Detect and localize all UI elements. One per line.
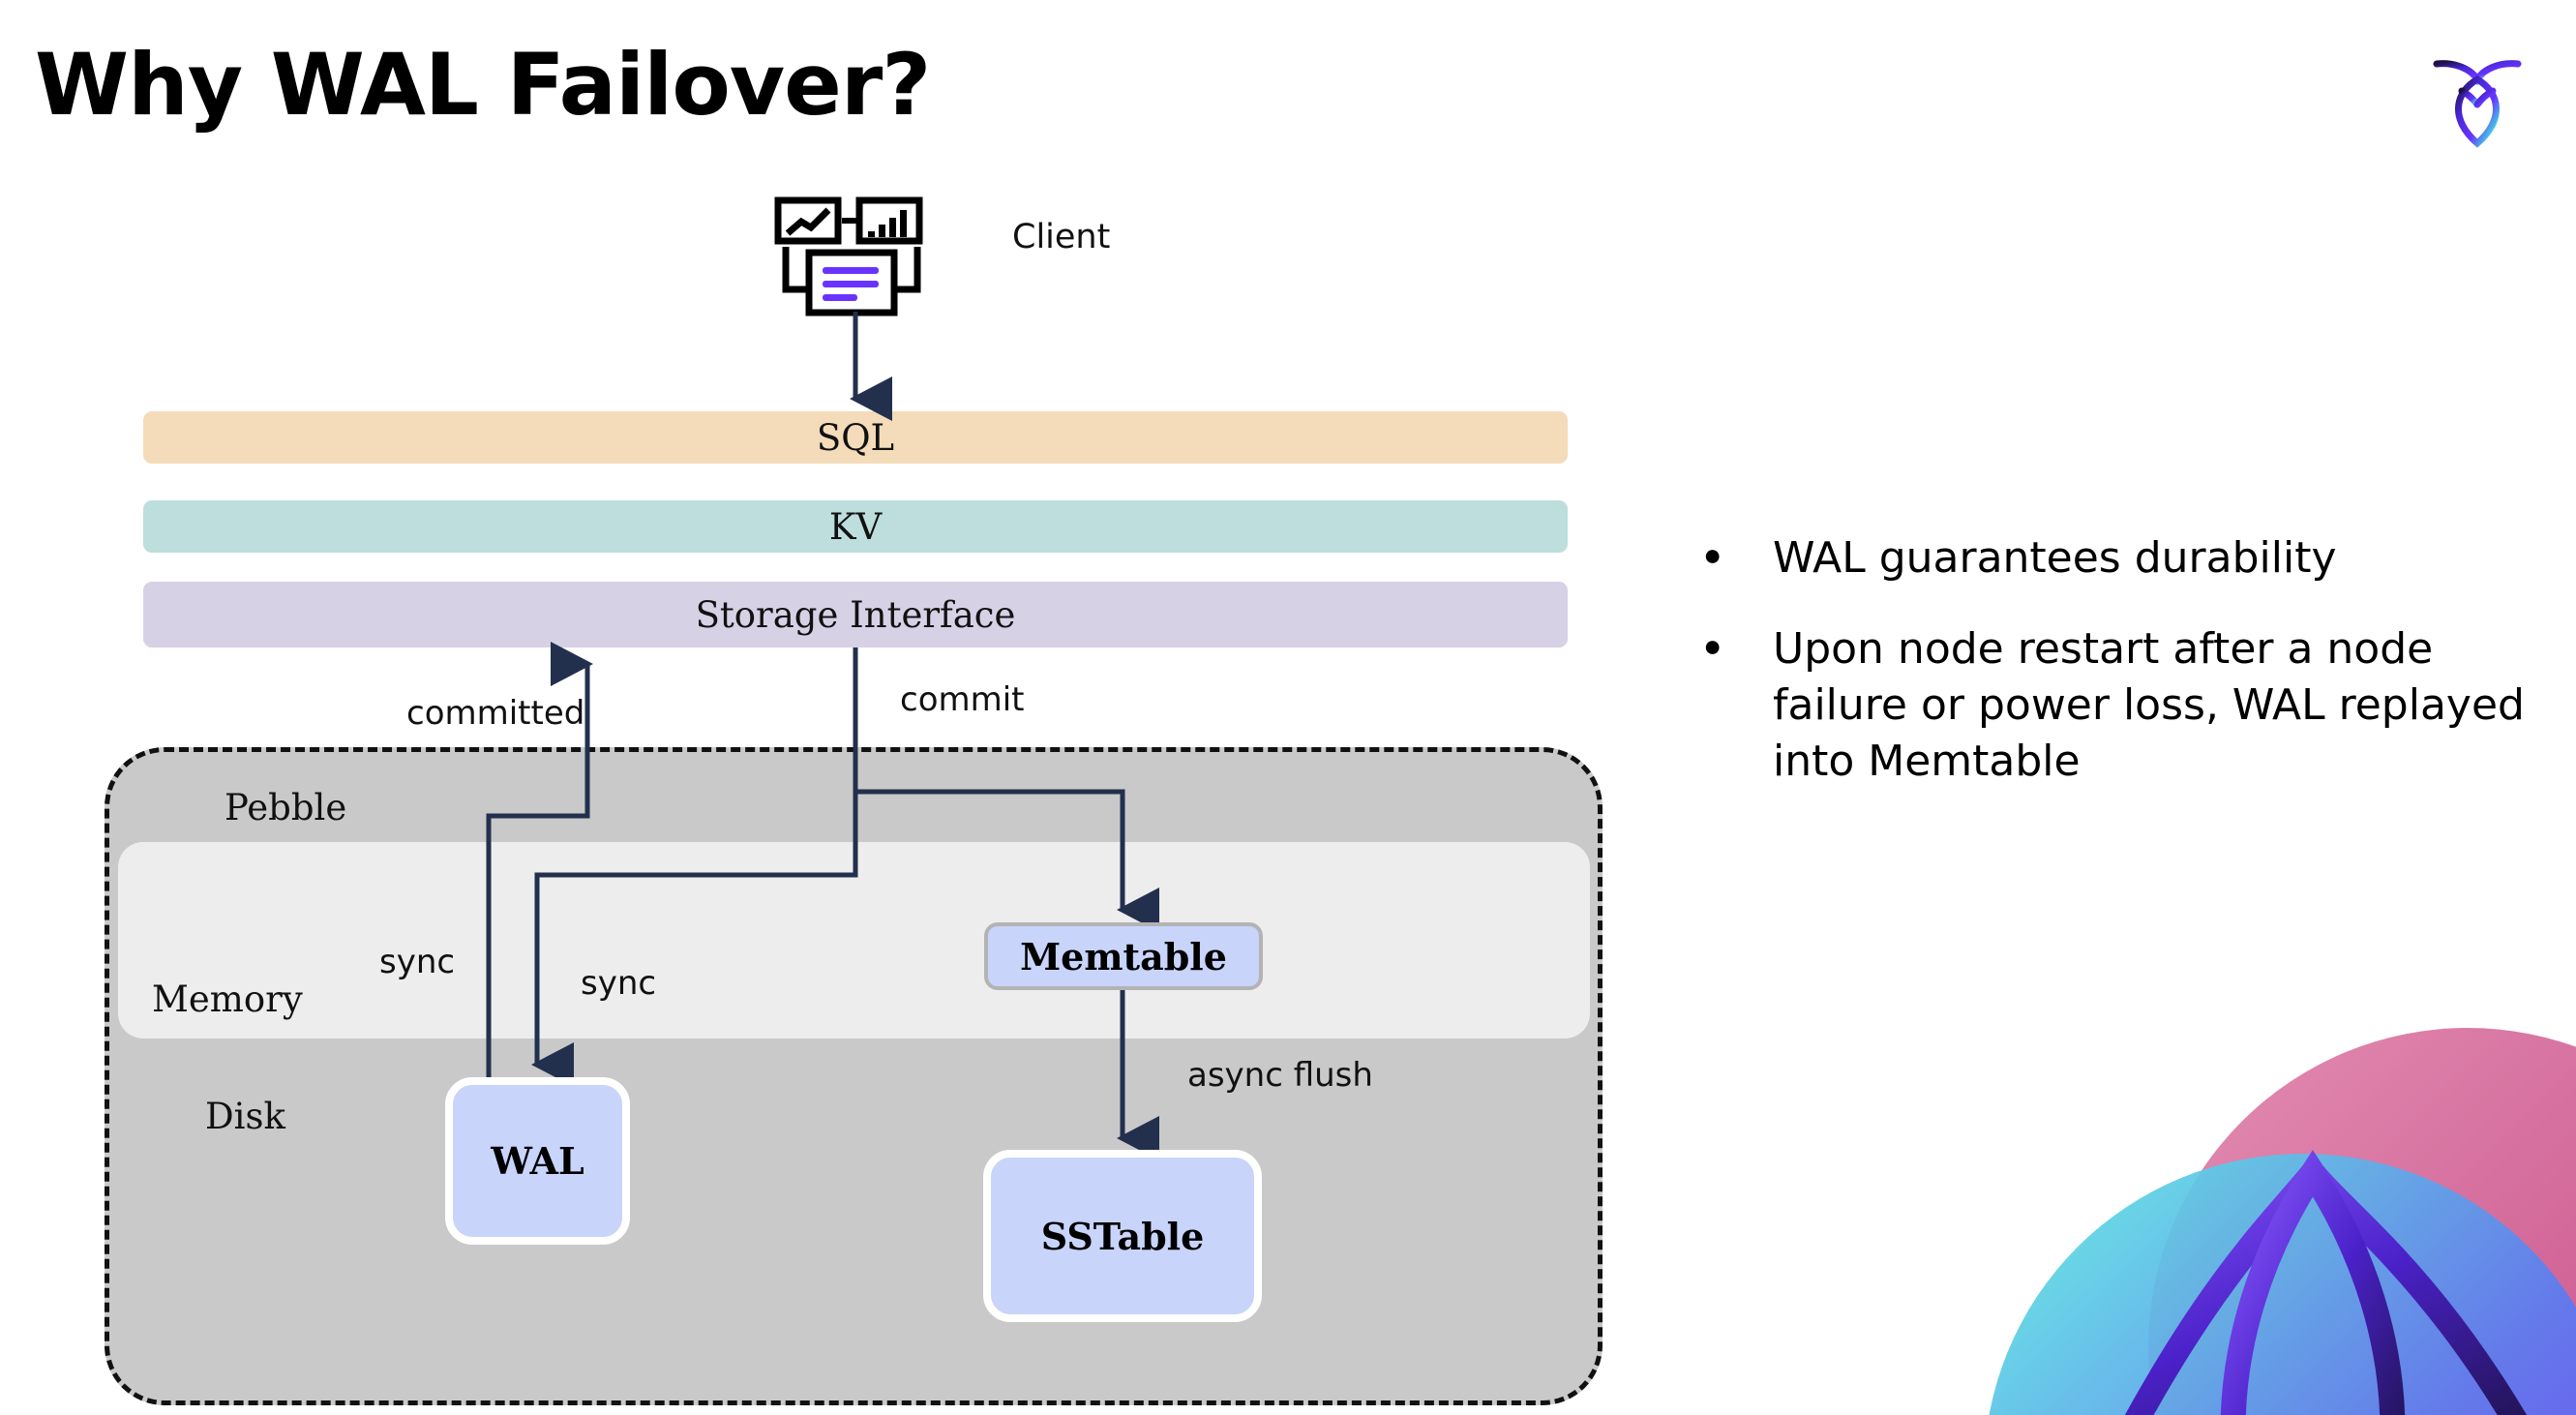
layer-bar-kv-label: KV bbox=[828, 505, 883, 548]
pebble-label: Pebble bbox=[225, 787, 347, 828]
layer-bar-sql: SQL bbox=[143, 411, 1568, 464]
list-item: ● WAL guarantees durability bbox=[1703, 530, 2555, 587]
node-memtable-label: Memtable bbox=[1020, 934, 1227, 978]
layer-bar-kv: KV bbox=[143, 500, 1568, 553]
memory-region bbox=[118, 842, 1590, 1039]
layer-bar-storage-interface-label: Storage Interface bbox=[695, 593, 1016, 636]
bullet-text: WAL guarantees durability bbox=[1773, 533, 2337, 583]
layer-bar-sql-label: SQL bbox=[816, 416, 895, 459]
edge-label-async-flush: async flush bbox=[1187, 1056, 1373, 1095]
architecture-diagram: Client SQL KV Storage Interface Pebble M… bbox=[105, 196, 1603, 1405]
cockroachdb-logo bbox=[2411, 37, 2543, 168]
page-title: Why WAL Failover? bbox=[35, 35, 931, 135]
bullet-text: Upon node restart after a node failure o… bbox=[1773, 624, 2525, 787]
edge-label-sync-right: sync bbox=[581, 964, 657, 1003]
client-label: Client bbox=[1012, 218, 1111, 256]
client-dashboard-icon bbox=[774, 196, 929, 317]
edge-label-committed: committed bbox=[406, 694, 585, 733]
edge-label-commit: commit bbox=[900, 680, 1025, 719]
node-wal: WAL bbox=[445, 1077, 630, 1245]
bullet-marker-icon: ● bbox=[1703, 537, 1722, 572]
list-item: ● Upon node restart after a node failure… bbox=[1703, 621, 2555, 790]
decorative-logo-watermark bbox=[1964, 931, 2576, 1415]
node-wal-label: WAL bbox=[491, 1139, 584, 1183]
disk-region-label: Disk bbox=[205, 1096, 285, 1137]
memory-region-label: Memory bbox=[152, 978, 303, 1020]
node-sstable: SSTable bbox=[983, 1150, 1262, 1322]
bullet-list: ● WAL guarantees durability ● Upon node … bbox=[1703, 530, 2555, 825]
layer-bar-storage-interface: Storage Interface bbox=[143, 582, 1568, 647]
node-sstable-label: SSTable bbox=[1040, 1214, 1205, 1258]
edge-label-sync-left: sync bbox=[379, 943, 456, 981]
node-memtable: Memtable bbox=[984, 922, 1263, 990]
bullet-marker-icon: ● bbox=[1703, 628, 1722, 664]
